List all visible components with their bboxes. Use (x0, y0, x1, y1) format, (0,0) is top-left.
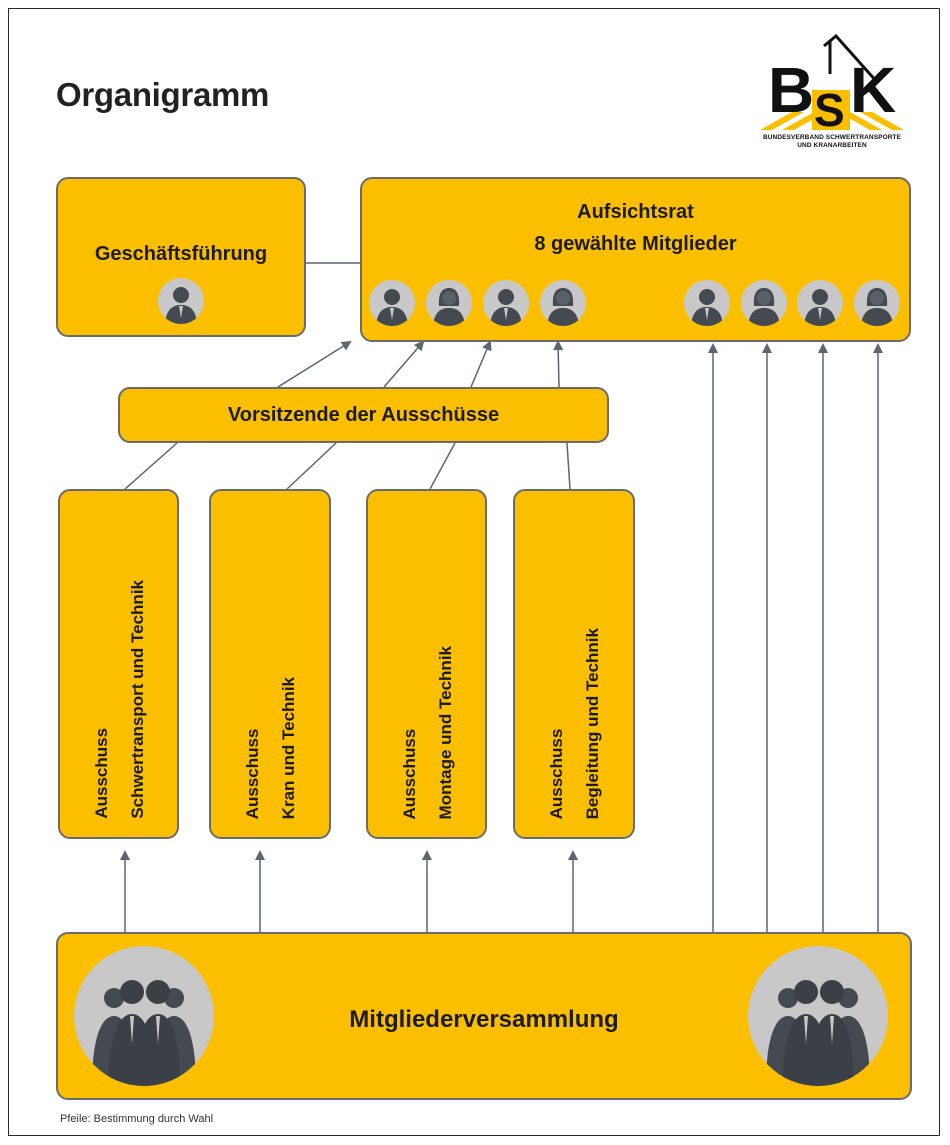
person-male-icon (483, 280, 529, 326)
group-icon (748, 946, 888, 1086)
committee-label-4: Ausschuss Begleitung und Technik (539, 628, 611, 819)
chair-board-arrow-4 (553, 340, 564, 388)
committee-label-3: Ausschuss Montage und Technik (392, 646, 464, 819)
committee-box-1: Ausschuss Schwertransport und Technik (58, 489, 179, 839)
logo-letter-k: K (850, 54, 896, 126)
logo-caption-line1: BUNDESVERBAND SCHWERTRANSPORTE (762, 134, 902, 141)
page-frame (8, 8, 940, 1136)
chair-board-arrow-1 (277, 340, 352, 388)
committee-3-line1: Ausschuss (400, 728, 419, 819)
committee-1-line2: Schwertransport und Technik (128, 580, 147, 819)
person-female-icon (854, 280, 900, 326)
committee-4-line1: Ausschuss (547, 728, 566, 819)
committee-2-line2: Kran und Technik (279, 676, 298, 819)
person-male-icon (797, 280, 843, 326)
assembly-label: Mitgliederversammlung (349, 1006, 619, 1033)
logo-letter-s: S (814, 84, 845, 136)
logo-caption-line2: UND KRANARBEITEN (797, 142, 867, 149)
footnote: Pfeile: Bestimmung durch Wahl (60, 1113, 214, 1125)
board-title-line2: 8 gewählte Mitglieder (534, 233, 737, 255)
committee-box-3: Ausschuss Montage und Technik (366, 489, 487, 839)
chair-board-arrow-3 (470, 340, 492, 388)
page-title: Organigramm (56, 76, 270, 113)
committee-chair-line-3 (429, 442, 456, 490)
chairs-box: Vorsitzende der Ausschüsse (118, 387, 609, 443)
person-female-icon (426, 280, 472, 326)
management-label: Geschäftsführung (94, 243, 268, 265)
person-female-icon (540, 280, 586, 326)
committee-label-2: Ausschuss Kran und Technik (235, 677, 307, 819)
committee-box-4: Ausschuss Begleitung und Technik (513, 489, 635, 839)
committee-chair-line-4 (566, 442, 571, 490)
committee-2-line1: Ausschuss (243, 728, 262, 819)
committee-4-line2: Begleitung und Technik (583, 627, 602, 819)
committee-1-line1: Ausschuss (92, 728, 111, 819)
group-icon (74, 946, 214, 1086)
board-title-line1: Aufsichtsrat (577, 201, 694, 223)
assembly-box: Mitgliederversammlung (56, 932, 912, 1100)
person-male-icon (158, 278, 204, 324)
logo-caption: BUNDESVERBAND SCHWERTRANSPORTE UND KRANA… (752, 134, 912, 150)
person-male-icon (684, 280, 730, 326)
board-box: Aufsichtsrat 8 gewählte Mitglieder (360, 177, 911, 342)
committee-chair-line-2 (286, 442, 337, 490)
chair-board-arrow-2 (383, 340, 425, 388)
management-box: Geschäftsführung (56, 177, 306, 337)
person-female-icon (741, 280, 787, 326)
logo-letter-b: B (768, 54, 814, 126)
committee-chair-line-1 (124, 442, 178, 490)
committee-box-2: Ausschuss Kran und Technik (209, 489, 331, 839)
committee-3-line2: Montage und Technik (436, 645, 455, 819)
chairs-label: Vorsitzende der Ausschüsse (227, 404, 500, 426)
person-male-icon (369, 280, 415, 326)
bsk-logo: B S K (752, 33, 912, 162)
committee-label-1: Ausschuss Schwertransport und Technik (84, 580, 156, 819)
